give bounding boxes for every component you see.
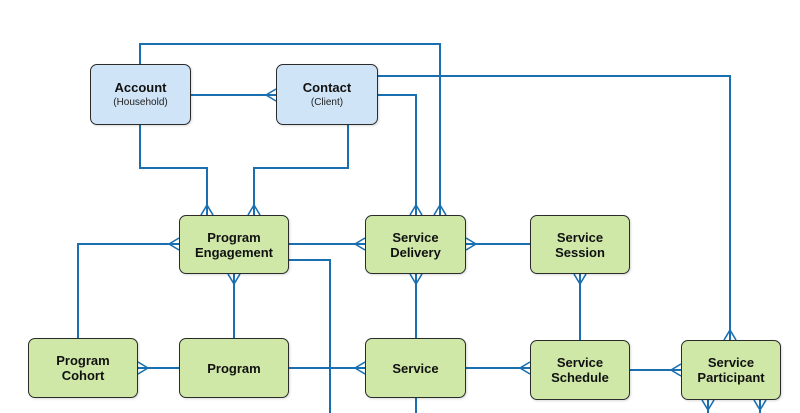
entity-contact-subtitle: (Client) xyxy=(310,97,344,108)
entity-account[interactable]: Account (Household) xyxy=(90,64,191,125)
connector-contact-service-participant xyxy=(378,75,731,340)
entity-program-cohort-title: Program Cohort xyxy=(56,353,110,383)
entity-program-title: Program xyxy=(207,360,261,376)
entity-service-delivery[interactable]: Service Delivery xyxy=(365,215,466,274)
connector-program-engagement-program-cohort xyxy=(77,243,179,338)
entity-program-engagement-title: Program Engagement xyxy=(194,229,273,260)
entity-account-title: Account xyxy=(114,80,167,95)
entity-service-participant-title: Service Participant xyxy=(697,355,765,385)
entity-service-session[interactable]: Service Session xyxy=(530,215,630,274)
entity-program[interactable]: Program xyxy=(179,338,289,398)
entity-service-participant[interactable]: Service Participant xyxy=(681,340,781,400)
entity-contact[interactable]: Contact (Client) xyxy=(276,64,378,125)
entity-service-delivery-title: Service Delivery xyxy=(390,229,441,260)
entity-program-engagement[interactable]: Program Engagement xyxy=(179,215,289,274)
connector-contact-program-engagement xyxy=(253,125,349,215)
entity-service[interactable]: Service xyxy=(365,338,466,398)
connector-account-service-delivery xyxy=(139,43,441,215)
connector-program-engagement-down xyxy=(289,259,331,413)
entity-account-subtitle: (Household) xyxy=(113,97,168,108)
connector-account-program-engagement xyxy=(139,125,208,215)
entity-service-title: Service xyxy=(392,360,439,376)
connector-contact-service-delivery xyxy=(378,94,417,215)
entity-service-schedule[interactable]: Service Schedule xyxy=(530,340,630,400)
entity-contact-title: Contact xyxy=(302,80,352,95)
entity-program-cohort[interactable]: Program Cohort xyxy=(28,338,138,398)
crows-foot-markers xyxy=(137,88,767,411)
entity-service-session-title: Service Session xyxy=(555,229,605,260)
entity-service-schedule-title: Service Schedule xyxy=(551,355,609,385)
